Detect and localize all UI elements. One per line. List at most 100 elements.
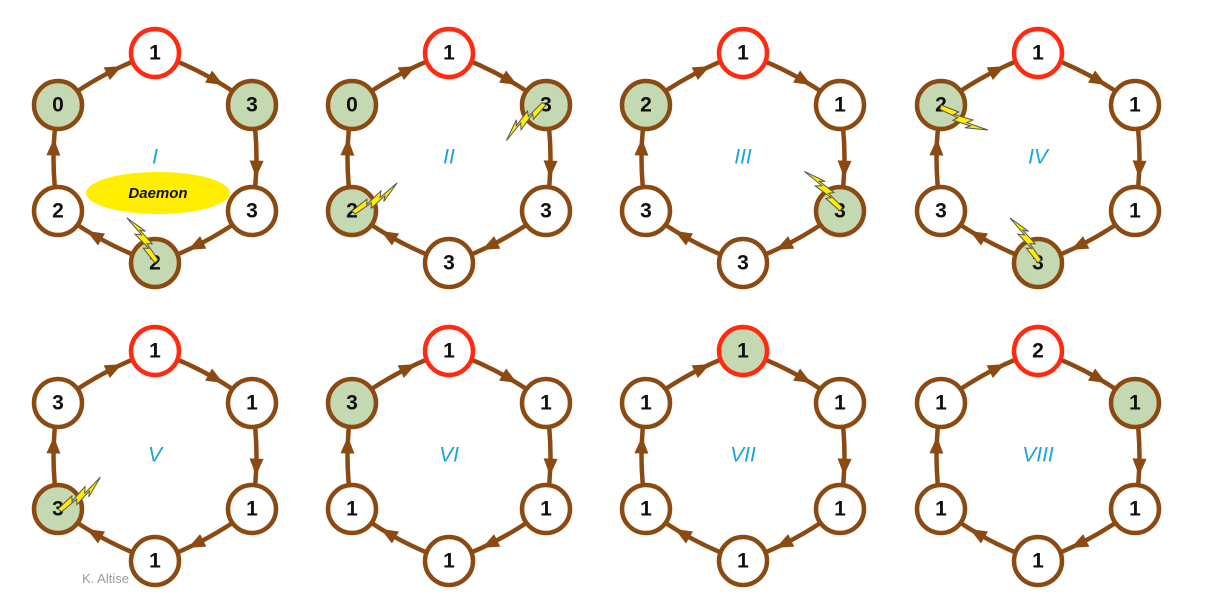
ring-node: 1: [225, 376, 279, 430]
node-circle: [422, 324, 476, 378]
ring-node: 1: [619, 482, 673, 536]
direction-arrow-icon: [397, 364, 416, 378]
direction-arrow-icon: [46, 138, 61, 156]
step-label: V: [148, 444, 164, 467]
node-value: 2: [52, 200, 64, 223]
node-circle: [519, 184, 573, 238]
node-value: 3: [935, 200, 947, 223]
node-circle: [422, 26, 476, 80]
node-circle: [519, 376, 573, 430]
node-value: 1: [834, 392, 846, 415]
direction-arrow-icon: [969, 528, 988, 544]
node-circle: [422, 534, 476, 588]
ring-II: II133320: [325, 26, 573, 290]
node-value: 1: [834, 94, 846, 117]
node-circle: [914, 184, 968, 238]
ring-node: 1: [128, 534, 182, 588]
step-label: I: [152, 146, 158, 169]
direction-arrow-icon: [46, 436, 61, 454]
ring-node: 2: [31, 184, 85, 238]
privileged-node-circle: [225, 78, 279, 132]
ring-node: 1: [422, 324, 476, 378]
direction-arrow-icon: [1088, 368, 1107, 384]
direction-arrow-icon: [1088, 70, 1107, 86]
node-value: 1: [1129, 498, 1141, 521]
node-value: 1: [540, 392, 552, 415]
node-value: 1: [149, 340, 161, 363]
daemon-bubble: Daemon: [86, 172, 230, 214]
direction-arrow-icon: [793, 70, 812, 86]
node-circle: [128, 534, 182, 588]
node-value: 1: [737, 340, 749, 363]
author-credit: K. Altise: [82, 571, 129, 586]
node-value: 1: [935, 498, 947, 521]
direction-arrow-icon: [205, 70, 224, 86]
ring-node: 1: [128, 26, 182, 80]
ring-node: 1: [128, 324, 182, 378]
ring-node: 2: [619, 78, 673, 132]
node-value: 3: [246, 200, 258, 223]
direction-arrow-icon: [86, 230, 105, 246]
ring-node: 1: [519, 482, 573, 536]
node-value: 1: [737, 550, 749, 573]
ring-node: 1: [422, 534, 476, 588]
lightning-icon: [1009, 217, 1042, 264]
node-value: 1: [1032, 550, 1044, 573]
step-label: II: [443, 146, 455, 169]
node-value: 1: [737, 42, 749, 65]
ring-node: 0: [31, 78, 85, 132]
direction-arrow-icon: [837, 160, 852, 178]
ring-node: 3: [519, 184, 573, 238]
privileged-node-circle: [325, 78, 379, 132]
node-circle: [422, 236, 476, 290]
direction-arrow-icon: [187, 534, 207, 548]
ring-I: IDaemon133220: [31, 26, 279, 290]
direction-arrow-icon: [499, 70, 518, 86]
direction-arrow-icon: [929, 436, 944, 454]
direction-arrow-icon: [986, 364, 1005, 378]
node-value: 0: [346, 94, 358, 117]
ring-V: V111133: [31, 324, 279, 588]
direction-arrow-icon: [481, 534, 501, 548]
direction-arrow-icon: [674, 230, 693, 246]
node-value: 1: [149, 42, 161, 65]
ring-node: 1: [225, 482, 279, 536]
node-value: 0: [52, 94, 64, 117]
direction-arrow-icon: [634, 138, 649, 156]
direction-arrow-icon: [1132, 458, 1147, 476]
node-circle: [519, 482, 573, 536]
node-circle: [31, 184, 85, 238]
direction-arrow-icon: [1132, 160, 1147, 178]
direction-arrow-icon: [793, 368, 812, 384]
ring-node: 1: [914, 482, 968, 536]
node-circle: [914, 482, 968, 536]
direction-arrow-icon: [340, 436, 355, 454]
direction-arrow-icon: [86, 528, 105, 544]
node-value: 1: [443, 340, 455, 363]
ring-node: 3: [225, 184, 279, 238]
direction-arrow-icon: [205, 368, 224, 384]
node-value: 3: [540, 200, 552, 223]
node-circle: [813, 482, 867, 536]
ring-node: 1: [813, 376, 867, 430]
step-label: III: [734, 146, 752, 169]
ring-node: 3: [225, 78, 279, 132]
ring-node: 3: [914, 184, 968, 238]
ring-node: 0: [325, 78, 379, 132]
direction-arrow-icon: [103, 66, 122, 80]
direction-arrow-icon: [1070, 236, 1090, 250]
node-circle: [1108, 78, 1162, 132]
node-circle: [619, 184, 673, 238]
step-label: IV: [1028, 146, 1050, 169]
ring-node: 1: [325, 482, 379, 536]
node-circle: [31, 376, 85, 430]
node-value: 2: [1032, 340, 1044, 363]
daemon-label: Daemon: [128, 185, 187, 202]
ring-node: 1: [716, 324, 770, 378]
direction-arrow-icon: [249, 160, 264, 178]
node-value: 1: [1032, 42, 1044, 65]
